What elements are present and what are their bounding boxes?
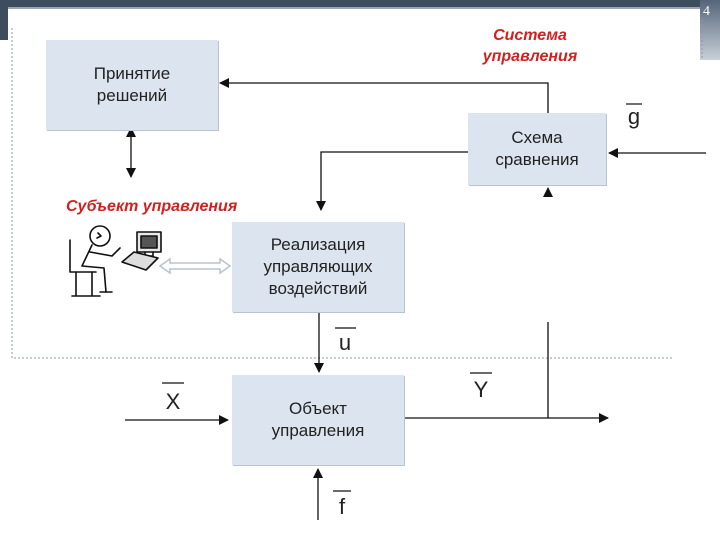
realization-box: Реализация управляющих воздействий <box>232 222 404 312</box>
decision-box-line-1: Принятие <box>93 64 171 83</box>
comparison-box-line-2: сравнения <box>495 150 579 169</box>
realization-box-line-3: воздействий <box>268 279 368 298</box>
arrow-comparison-to-decision <box>219 78 549 113</box>
realization-box-line-2: управляющих <box>263 257 373 276</box>
slide-top-bar <box>0 0 720 7</box>
person-at-computer-icon <box>69 225 162 297</box>
variable-u: u <box>338 330 352 355</box>
comparison-box: Схема сравнения <box>468 113 606 185</box>
system-label-line-2: управления <box>482 48 578 65</box>
comparison-box-line-1: Схема <box>511 128 563 147</box>
slide-right-accent <box>700 0 720 60</box>
slide-number: 4 <box>703 4 710 19</box>
system-label: Система управления <box>440 25 620 67</box>
variable-x: X <box>165 389 181 414</box>
system-label-line-1: Система <box>493 27 567 44</box>
variable-f: f <box>338 494 346 519</box>
subject-realization-link-icon <box>158 257 232 275</box>
variable-g: g <box>627 104 641 129</box>
object-box: Объект управления <box>232 375 404 465</box>
realization-box-line-1: Реализация <box>270 235 366 254</box>
arrow-comparison-to-subject <box>316 151 468 211</box>
subject-label: Субъект управления <box>66 198 238 215</box>
decision-box-line-2: решений <box>96 86 168 105</box>
system-boundary <box>11 28 672 359</box>
slide-top-bar-fade <box>0 7 720 9</box>
slide-corner-accent <box>0 0 8 40</box>
variable-y: Y <box>473 377 489 402</box>
object-box-line-1: Объект <box>289 399 347 418</box>
decision-box: Принятие решений <box>46 40 218 130</box>
object-box-line-2: управления <box>271 421 365 440</box>
